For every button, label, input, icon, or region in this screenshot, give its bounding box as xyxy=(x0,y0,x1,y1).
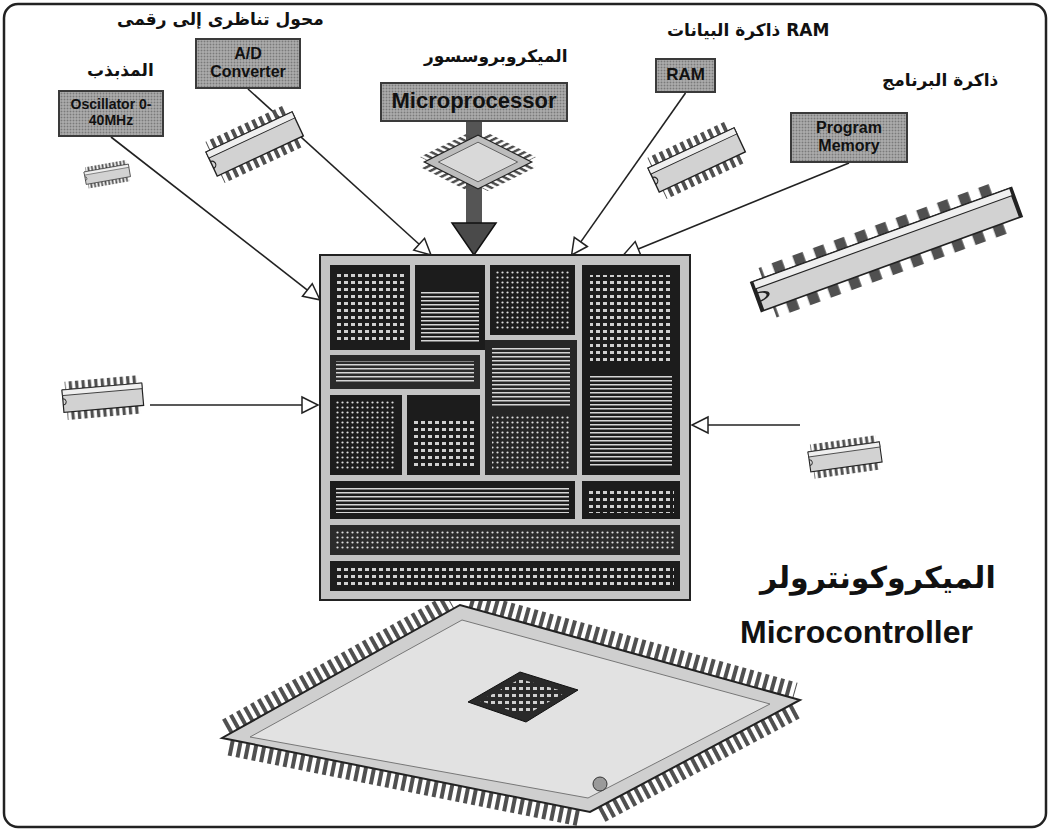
die-block-pattern xyxy=(336,361,474,383)
die-block xyxy=(330,525,680,555)
component-name: Microprocessor xyxy=(391,89,556,114)
frame xyxy=(4,4,1046,827)
component-box: المذبذبOscillator 0-40MHz xyxy=(58,90,164,137)
chip-die xyxy=(468,672,578,722)
component-name: A/D Converter xyxy=(206,45,290,81)
die-block xyxy=(330,395,402,475)
die-block-pattern xyxy=(336,487,569,513)
die-block-pattern xyxy=(413,420,474,469)
die-block-pattern xyxy=(492,348,570,408)
die-block-pattern xyxy=(421,290,479,344)
program-memory-chip xyxy=(748,178,1024,322)
die-block-pattern xyxy=(336,401,396,469)
die-block xyxy=(485,340,577,475)
die-block xyxy=(330,561,680,591)
component-name: RAM xyxy=(666,65,705,84)
die-block-pattern xyxy=(492,415,570,469)
component-box: ذاكرة البرنامجProgram Memory xyxy=(790,112,908,163)
component-label: محول تناظرى إلى رقمى xyxy=(117,9,324,29)
die-block xyxy=(415,265,485,350)
adc-chip xyxy=(202,103,307,184)
die-block-pattern xyxy=(590,375,672,467)
die-block-pattern xyxy=(590,275,672,365)
die-block xyxy=(330,481,575,519)
chip-notch xyxy=(593,777,607,791)
chip-top xyxy=(250,620,770,798)
component-box: الميكروبروسسورMicroprocessor xyxy=(380,82,568,122)
microcontroller-package xyxy=(221,592,802,827)
arrow-line xyxy=(708,424,800,426)
die-block xyxy=(582,265,680,475)
chip-body xyxy=(424,135,531,189)
component-name: Oscillator 0-40MHz xyxy=(69,97,153,128)
arrow-line xyxy=(150,404,302,406)
microcontroller-die: الميكروكونترولرMicrocontroller xyxy=(320,255,690,600)
die-block xyxy=(330,265,410,350)
die-block xyxy=(490,265,575,335)
ram-chip xyxy=(644,119,749,200)
arrow-head xyxy=(302,397,318,413)
chip-die-pattern xyxy=(480,679,566,715)
component-box: ذاكرة البيانات RAMRAM xyxy=(655,58,716,93)
die-block-pattern xyxy=(336,271,404,344)
die-block xyxy=(330,355,480,389)
component-label: الميكروبروسسور xyxy=(424,46,568,66)
component-label: الميكروكونترولر xyxy=(760,560,996,596)
die-block-pattern xyxy=(336,566,674,586)
die-block xyxy=(582,481,680,519)
component-label: المذبذب xyxy=(87,60,154,80)
component-label: ذاكرة البرنامج xyxy=(882,70,998,90)
die-image xyxy=(320,255,690,600)
extra-chip xyxy=(807,435,883,479)
arrow-head xyxy=(692,417,708,433)
die-outline xyxy=(320,255,690,600)
extra-chip xyxy=(61,375,144,420)
microprocessor-chip xyxy=(410,128,546,196)
die-block-pattern xyxy=(336,530,674,550)
component-label: Microcontroller xyxy=(740,613,973,651)
chip-body xyxy=(222,605,800,812)
oscillator-chip xyxy=(83,160,131,189)
chip-top xyxy=(438,142,517,182)
die-block-pattern xyxy=(496,271,569,329)
die-block-pattern xyxy=(588,487,674,513)
component-name: Program Memory xyxy=(801,119,897,155)
component-box: محول تناظرى إلى رقمىA/D Converter xyxy=(195,38,301,89)
component-label: ذاكرة البيانات RAM xyxy=(667,20,829,40)
die-block xyxy=(407,395,480,475)
